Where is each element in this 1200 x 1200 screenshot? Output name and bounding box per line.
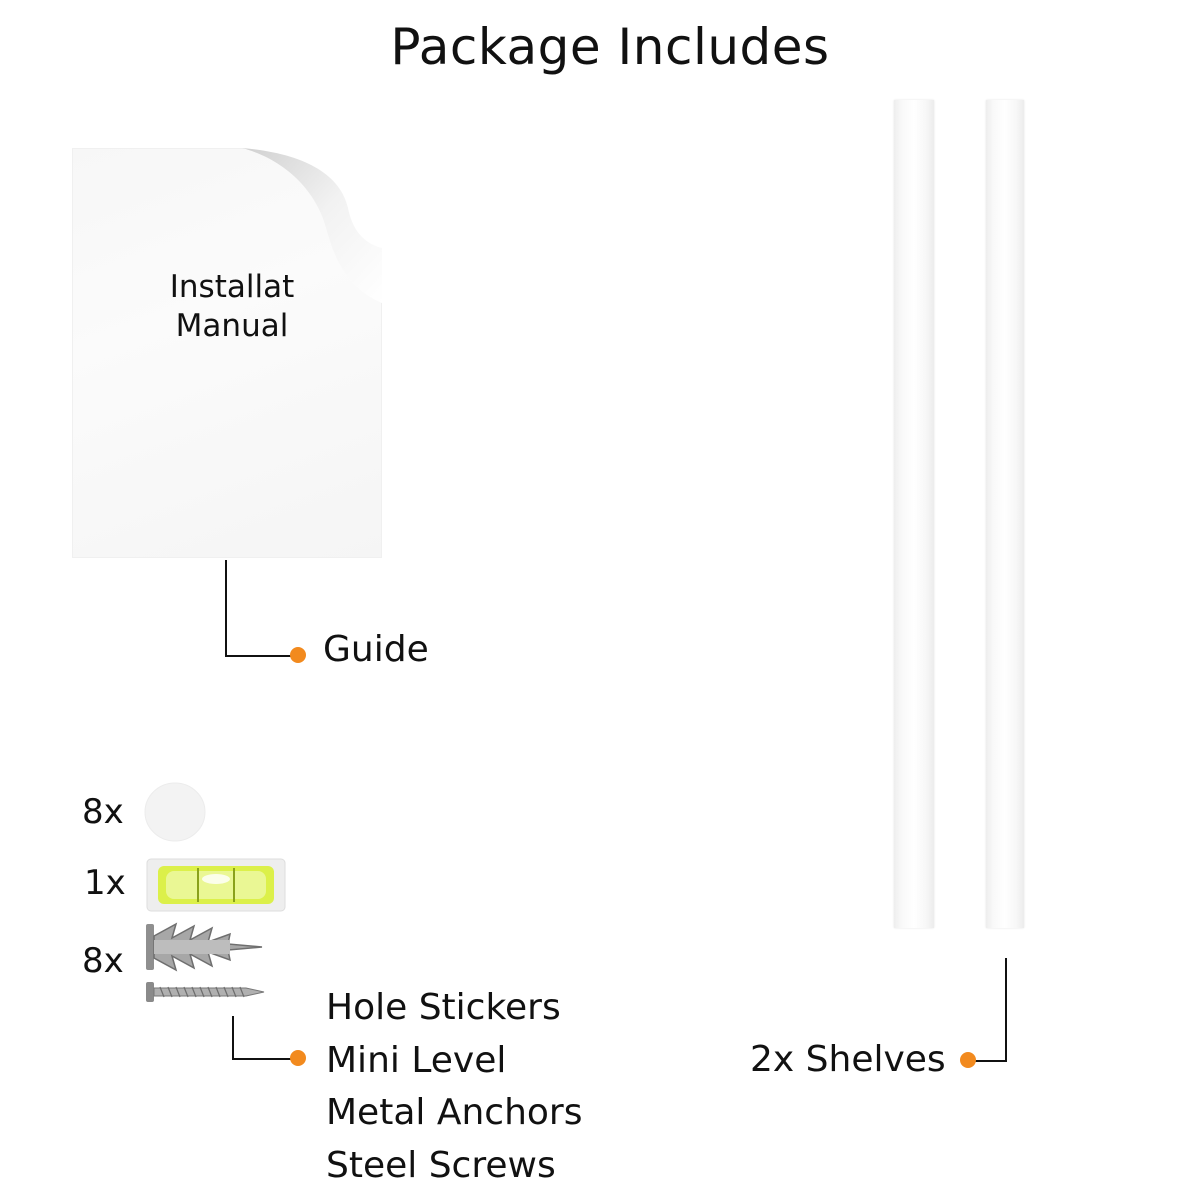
mini-level-qty: 1x [84, 863, 126, 903]
anchor-screw-qty: 8x [82, 941, 124, 981]
shelf-2 [986, 100, 1024, 928]
shelves-leader-horizontal [972, 1060, 1007, 1062]
installation-manual: Installat Manual [72, 148, 382, 558]
guide-leader-horizontal [225, 655, 293, 657]
shelves-label: 2x Shelves [750, 1039, 946, 1080]
page-curl-icon [242, 148, 382, 303]
manual-text-line2: Manual [175, 307, 289, 344]
list-item: Mini Level [326, 1039, 507, 1081]
hardware-dot [290, 1050, 306, 1066]
mini-level-icon [146, 858, 286, 912]
list-item: Metal Anchors [326, 1092, 583, 1133]
steel-screw-icon [146, 982, 265, 1002]
hardware-leader-horizontal [232, 1058, 292, 1060]
hardware-list: Hole Stickers Mini Level Metal Anchors S… [326, 982, 582, 1192]
page-title: Package Includes [390, 18, 830, 76]
list-item: Hole Stickers [326, 987, 561, 1028]
shelves-leader-vertical [1005, 958, 1007, 1062]
manual-text: Installat Manual [132, 268, 332, 346]
hole-sticker-qty: 8x [82, 792, 124, 832]
metal-anchor-icon [146, 922, 263, 972]
hole-sticker-icon [144, 782, 206, 842]
shelves-dot [960, 1052, 976, 1068]
hardware-leader-vertical [232, 1016, 234, 1060]
manual-text-line1: Installat [169, 269, 295, 305]
list-item: Steel Screws [326, 1144, 556, 1186]
guide-dot [290, 647, 306, 663]
guide-leader-vertical [225, 560, 227, 656]
shelf-1 [894, 100, 934, 928]
guide-label: Guide [323, 629, 429, 670]
